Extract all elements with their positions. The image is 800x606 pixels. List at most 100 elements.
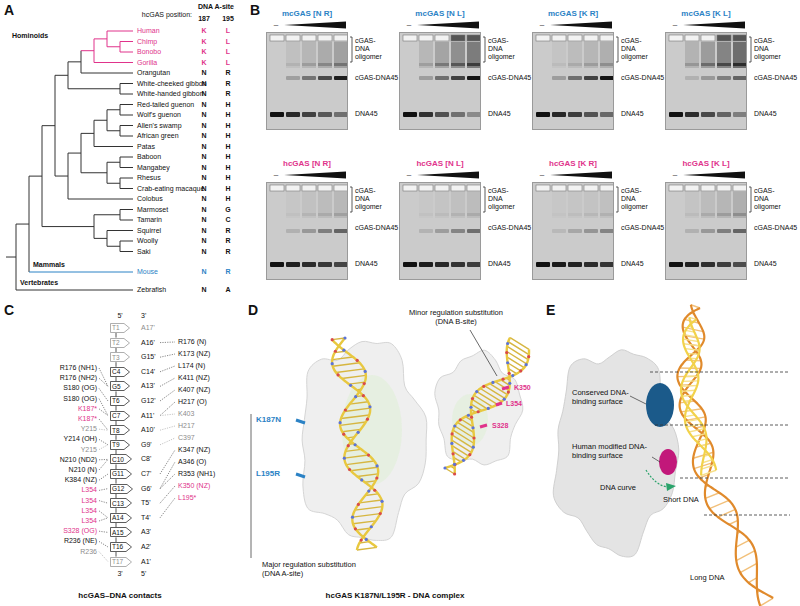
nucleotide-sugar: C10 — [110, 454, 132, 464]
band-bracket — [350, 187, 352, 212]
base-pair-rung — [683, 380, 699, 382]
contact-line — [99, 489, 108, 491]
panel-letter: D — [248, 302, 258, 318]
gel-band — [286, 112, 300, 117]
atom — [506, 342, 509, 345]
gel-band — [600, 262, 613, 267]
band-bracket — [616, 37, 618, 62]
gel-well — [717, 185, 731, 191]
oligomer-smear — [467, 192, 480, 218]
column-header: hcGAS position: — [142, 11, 192, 19]
oligomer-smear — [600, 42, 613, 68]
atom — [339, 421, 342, 424]
atom — [380, 500, 383, 503]
gel-well — [568, 185, 582, 191]
gel-well — [451, 35, 465, 41]
base-pair-rung — [333, 363, 360, 366]
tree-branch — [120, 83, 133, 84]
residue-letter: R — [225, 226, 230, 234]
gel-band — [286, 76, 300, 80]
gel-band — [334, 229, 347, 233]
tree-branch — [120, 157, 133, 158]
gel-well — [600, 35, 613, 41]
backbone-connector — [116, 494, 117, 499]
tree-branch — [107, 130, 120, 131]
residue-label: A346 (O) — [178, 458, 206, 466]
panel-letter: C — [4, 302, 14, 318]
atom — [362, 394, 365, 397]
backbone-connector — [116, 406, 117, 411]
tree-branch — [29, 176, 42, 177]
atom — [501, 378, 504, 381]
tree-branch — [29, 176, 30, 272]
contact-line — [160, 438, 175, 445]
nucleotide-name: T3 — [112, 354, 120, 361]
nucleotide-name: C13 — [112, 500, 124, 507]
band-label: cGAS-DNA oligomer — [754, 187, 788, 211]
atom — [469, 406, 472, 409]
species-name: Patas — [137, 142, 155, 150]
gel-band — [451, 213, 465, 216]
atom — [453, 463, 456, 466]
gel-band — [334, 63, 347, 66]
residue-label: N210 (ND2) — [60, 456, 97, 464]
atom — [354, 527, 357, 530]
atom — [334, 350, 337, 353]
nucleotide-sugar: T16 — [110, 542, 132, 552]
tree-branch — [120, 220, 133, 221]
tree-branch — [94, 238, 107, 239]
nucleotide-sugar: T17 — [110, 557, 132, 567]
gel-band — [717, 76, 731, 80]
residue-letter: N — [201, 100, 206, 108]
base-pair-rung — [452, 446, 469, 456]
tree-branch — [120, 126, 121, 137]
gel-well — [536, 185, 550, 191]
atom — [470, 416, 473, 419]
gel-well — [584, 35, 598, 41]
contact-line — [99, 378, 108, 386]
concentration-wedge — [550, 22, 612, 29]
band-label: cGAS-DNA45 — [488, 224, 531, 232]
band-label: cGAS-DNA45 — [621, 224, 664, 232]
contact-line — [160, 474, 175, 489]
base-pair-rung — [683, 339, 698, 341]
leader-line — [470, 330, 497, 376]
gel-band — [685, 262, 699, 267]
leader-line — [251, 414, 252, 558]
residue-position: 187 — [198, 15, 210, 23]
gel-band — [334, 213, 347, 216]
oligomer-smear — [717, 42, 731, 68]
gel-well — [584, 185, 598, 191]
band-label: DNA45 — [621, 260, 644, 268]
atom — [491, 381, 494, 384]
contact-line — [160, 390, 175, 401]
gel-band — [584, 262, 598, 267]
atom — [363, 382, 366, 385]
contact-line — [160, 354, 175, 357]
atom — [353, 443, 356, 446]
residue-label: K173 (NZ) — [178, 350, 210, 358]
species-name: Mouse — [137, 268, 158, 276]
guide-line — [650, 372, 790, 373]
atom — [482, 385, 485, 388]
residue-label: R236 — [80, 548, 97, 556]
gel-well — [701, 185, 715, 191]
lane-label: – — [540, 170, 544, 179]
callout-text: Major regulation substitution (DNA A-sit… — [262, 561, 370, 578]
gel-band — [435, 262, 449, 267]
species-name: White-cheeked gibbon — [137, 79, 207, 87]
gel-band — [403, 262, 417, 267]
oligomer-smear — [701, 42, 715, 68]
gel-well — [419, 185, 433, 191]
nucleotide-label: A2' — [141, 543, 151, 551]
concentration-wedge — [683, 22, 745, 29]
atom — [368, 405, 371, 408]
tree-branch — [94, 120, 95, 146]
gel-band — [467, 262, 480, 267]
tree-branch — [107, 231, 108, 247]
nucleotide-sugar: A15 — [110, 527, 132, 537]
lane-label: – — [673, 20, 677, 29]
base-pair-rung — [472, 399, 487, 408]
gel-band — [584, 112, 598, 117]
curve-arrowhead — [666, 483, 676, 491]
